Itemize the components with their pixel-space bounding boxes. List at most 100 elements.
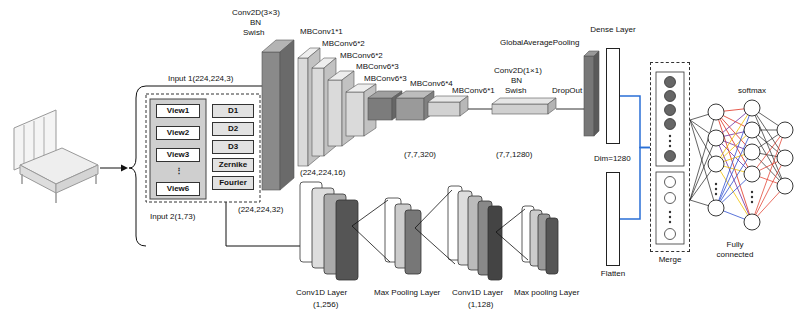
layer-label: DropOut [552,86,582,96]
input-label: Input 1(224,224,3) [168,74,233,84]
bed-side [20,165,56,193]
mbconv-block [396,98,424,120]
ellipsis-dots [669,135,753,223]
dimension-label: (7,7,1280) [496,150,532,160]
block-label: MBConv6*4 [410,79,453,89]
view-box: View2 [156,126,200,140]
descriptor-box: Fourier [212,176,254,190]
receptive-field-lines [352,190,528,264]
neuron [744,166,760,182]
mbconv-block-side [460,96,468,116]
neuron [708,130,724,146]
bed-legs [22,174,96,203]
dot [669,221,671,223]
box-label: D3 [228,142,238,152]
pool-map [546,218,558,274]
dimension-label: (7,7,320) [404,150,436,160]
merge-connector [620,96,650,148]
efficientnet-blocks [262,40,599,190]
merge-flatten-units [665,177,676,240]
dimension-label: (224,224,16) [300,168,345,178]
dot [715,193,717,195]
box-label: View1 [167,106,190,116]
block-label: MBConv6*3 [356,62,399,72]
box-label: View2 [167,128,190,138]
descriptor-box: D2 [212,122,254,136]
dot [669,216,671,218]
layer-name: Merge [659,255,682,265]
block-label: MBConv6*2 [340,51,383,61]
bed-illustration [14,110,98,203]
dot [715,188,717,190]
gap-block [584,56,594,136]
layer-label: Max pooling Layer [514,288,579,298]
neuron [665,151,676,162]
neuron [665,177,676,188]
flatten-layer: Flatten [606,172,620,266]
block-label: MBConv6*2 [322,39,365,49]
neuron [744,100,760,116]
output-label: Fully connected [708,240,762,260]
conv1x1-block [492,104,548,114]
input-label: Input 2(1,73) [150,212,195,222]
conv1x1-block-top [492,98,556,104]
neuron [708,200,724,216]
output-label: softmax [738,86,766,96]
layer-label: BN [511,76,522,86]
box-label: Zernike [219,160,247,170]
neuron [665,119,676,130]
conv1d-map [336,200,358,280]
layer-label: Conv1D Layer [452,288,503,298]
neuron [777,150,793,166]
views-panel [150,99,206,199]
dot [669,135,671,137]
descriptor-box: D3 [212,140,254,154]
view-box: View3 [156,148,200,162]
descriptor-box: Zernike [212,158,254,172]
neuron [708,104,724,120]
input1-wire [146,86,262,87]
neuron [665,105,676,116]
box-label: View3 [167,150,190,160]
conv1x1-block-side [548,98,556,114]
box-label: Fourier [219,178,247,188]
conv-block-side [280,40,294,190]
dimension-label: (224,224,32) [238,205,283,215]
fc-neurons [708,100,793,230]
layer-name: Dense Layer [590,25,635,35]
box-label: D2 [228,124,238,134]
layer-label: Swish [243,28,264,38]
mbconv-block [298,58,308,166]
ellipsis-label: ⋮ [175,166,183,176]
dimension-label: (1,128) [468,300,493,310]
dimension-label: Dim=1280 [594,154,631,164]
box-label: View6 [167,184,190,194]
view-box: View1 [156,104,200,118]
neuron [744,214,760,230]
brace [129,86,146,246]
box-label: D1 [228,106,238,116]
dot [751,201,753,203]
merge-flatten-panel [656,172,684,244]
block-label: MBConv6*1 [452,86,495,96]
merge-dense-panel [656,72,684,166]
neuron [665,91,676,102]
neuron [777,178,793,194]
dimension-label: (1,256) [313,300,338,310]
input2-wire [226,202,300,246]
layer-label: GlobalAveragePooling [500,38,579,48]
neuron [665,229,676,240]
neuron [665,193,676,204]
neuron [708,156,724,172]
mbconv-block [346,92,364,136]
layer-name: Flatten [601,269,625,279]
block-label: MBConv1*1 [300,27,343,37]
layer-label: Conv1D Layer [296,288,347,298]
descriptor-box: D1 [212,104,254,118]
mbconv-block [368,98,392,120]
layer-label: Conv2D(1×1) [494,66,542,76]
arrow-head [121,165,128,172]
input-arrow [100,168,122,169]
pool-map [405,210,421,274]
